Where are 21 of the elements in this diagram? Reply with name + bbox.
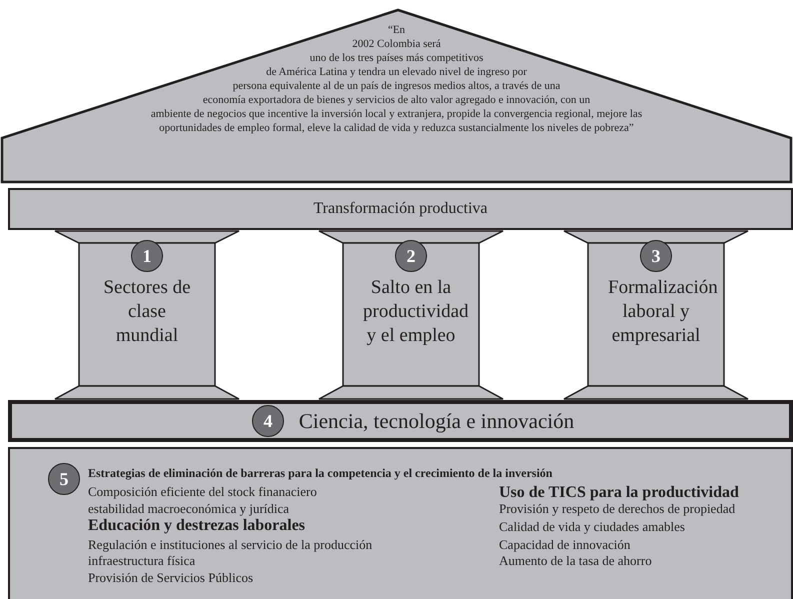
item-text: Capacidad de innovación xyxy=(499,537,630,553)
pillar-label: Sectores de clase mundial xyxy=(102,276,192,348)
item-text: Aumento de la tasa de ahorro xyxy=(499,553,652,569)
number-badge: 4 xyxy=(252,405,284,437)
item-text: Composición eficiente del stock finanaciero xyxy=(88,484,317,500)
band-label: Ciencia, tecnología e innovación xyxy=(298,408,574,434)
heading-text: Estrategias de eliminación de barreras para la competencia y el crecimiento de la inversión xyxy=(88,466,552,481)
strategy-panel xyxy=(8,447,793,599)
number-badge: 5 xyxy=(48,463,80,495)
item-text: infraestructura física xyxy=(88,553,196,569)
item-text: Provisión de Servicios Públicos xyxy=(88,570,254,586)
item-text: Provisión y respeto de derechos de propiedad xyxy=(499,501,736,517)
pillar-label: Salto en la productividad y el empleo xyxy=(362,276,470,348)
heading-text: Uso de TICS para la productividad xyxy=(499,484,739,502)
item-text: Regulación e instituciones al servicio de la producción xyxy=(88,537,372,553)
item-text: estabilidad macroeconómica y jurídica xyxy=(88,501,290,517)
band-label: Transformación productiva xyxy=(313,200,488,218)
pillar-label: Formalización laboral y empresarial xyxy=(607,276,719,348)
item-text: Calidad de vida y ciudades amables xyxy=(499,519,685,535)
heading-text: Educación y destrezas laborales xyxy=(88,517,306,535)
quote-text: “En 2002 Colombia será uno de los tres países más competitivos de América Latina y tendra un elevado nivel de ingreso por persona equivalente al de un país de ingresos medios altos, a través de una economía exportadora de bienes y servicios de alto valor agregado e innovación, con un ambiente de negocios que incentive la inversión local y extranjera, propide la convergencia regional, mejore las oportunidades de empleo formal, eleve la calidad de vida y reduzca sustancialmente los niveles de pobreza” xyxy=(150,24,642,134)
